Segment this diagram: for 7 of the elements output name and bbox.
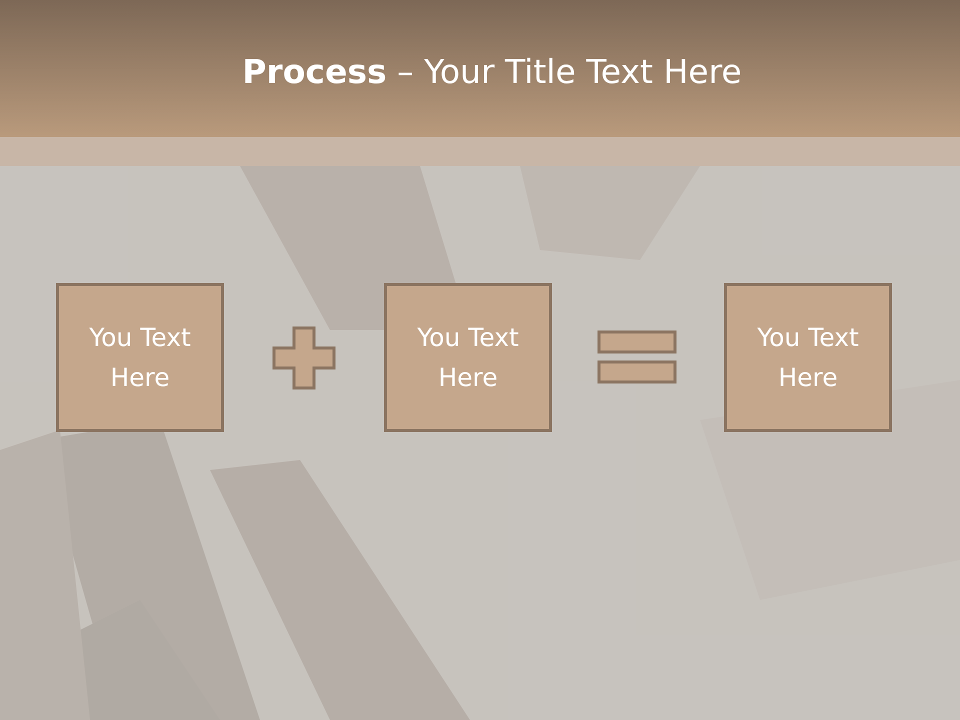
text-box (56, 283, 224, 432)
box-text: You Text Here (416, 322, 520, 394)
text-box (384, 283, 552, 432)
box-text: You Text Here (88, 322, 192, 394)
text-box (724, 283, 892, 432)
slide-title: Process – Your Title Text Here (241, 52, 743, 91)
box-text: You Text Here (756, 322, 860, 394)
